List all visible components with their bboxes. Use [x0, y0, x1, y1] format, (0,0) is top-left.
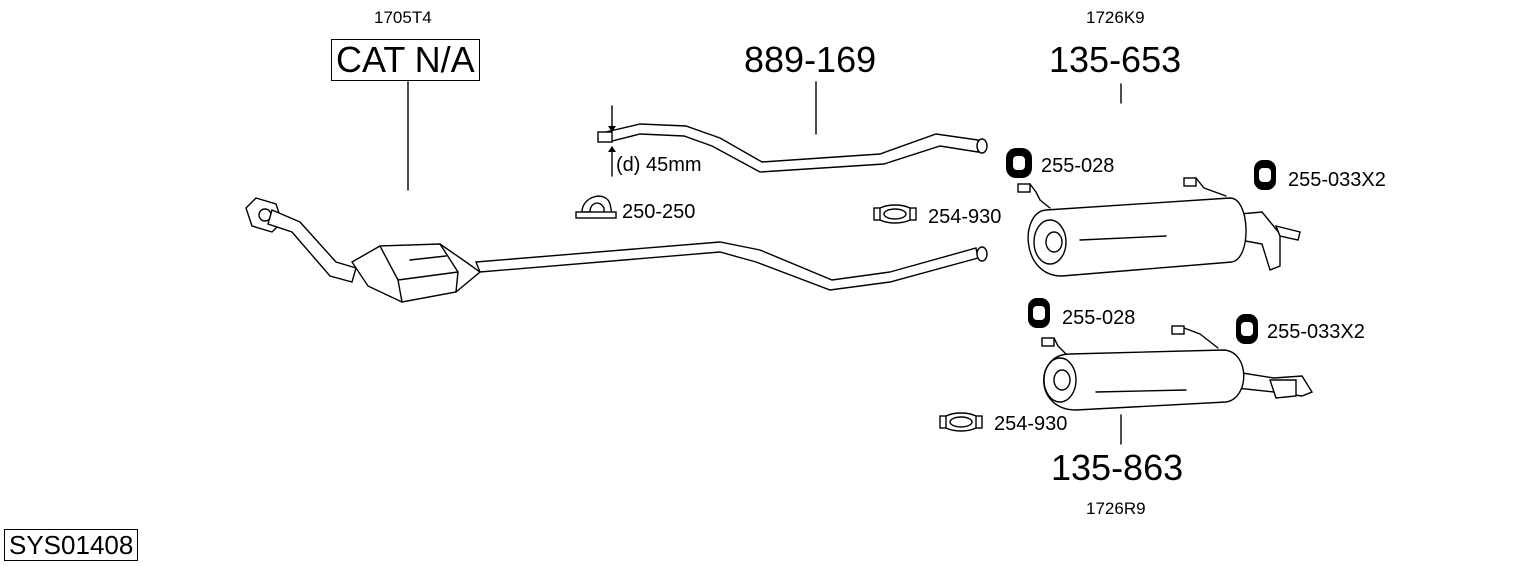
cat-ref-label: 1705T4	[374, 8, 432, 27]
rear-silencer-lower	[1041, 325, 1314, 411]
lower-mount-rear-label: 255-033X2	[1267, 321, 1365, 343]
lower-mount-front-label: 255-028	[1062, 307, 1136, 329]
rubber-mount-icon-upper-rear	[1254, 160, 1276, 190]
rubber-mount-icon-upper-front	[1006, 148, 1032, 178]
front-pipe	[597, 105, 988, 177]
clamp-254-930-lower-label: 254-930	[994, 413, 1068, 435]
front-pipe-diameter-label: (d) 45mm	[616, 154, 702, 176]
lower-box-ref-label: 1726R9	[1086, 499, 1146, 518]
rubber-mount-icon-lower-front	[1028, 298, 1050, 328]
upper-box-ref-label: 1726K9	[1086, 8, 1145, 27]
upper-mount-front-label: 255-028	[1041, 155, 1115, 177]
cat-part-label: CAT N/A	[331, 39, 480, 81]
clamp-icon-254-930-upper	[873, 204, 917, 224]
clamp-icon-250-250	[575, 195, 617, 219]
lower-box-part-label: 135-863	[1051, 447, 1184, 488]
catalytic-converter-assembly	[245, 197, 988, 303]
upper-mount-rear-label: 255-033X2	[1288, 169, 1386, 191]
rear-silencer-upper	[1017, 177, 1301, 277]
clamp-254-930-upper-label: 254-930	[928, 206, 1002, 228]
system-code-label: SYS01408	[4, 529, 139, 561]
clamp-250-250-label: 250-250	[622, 201, 696, 223]
clamp-icon-254-930-lower	[939, 412, 983, 432]
front-pipe-part-label: 889-169	[744, 39, 877, 80]
rubber-mount-icon-lower-rear	[1236, 314, 1258, 344]
upper-box-part-label: 135-653	[1049, 39, 1182, 80]
